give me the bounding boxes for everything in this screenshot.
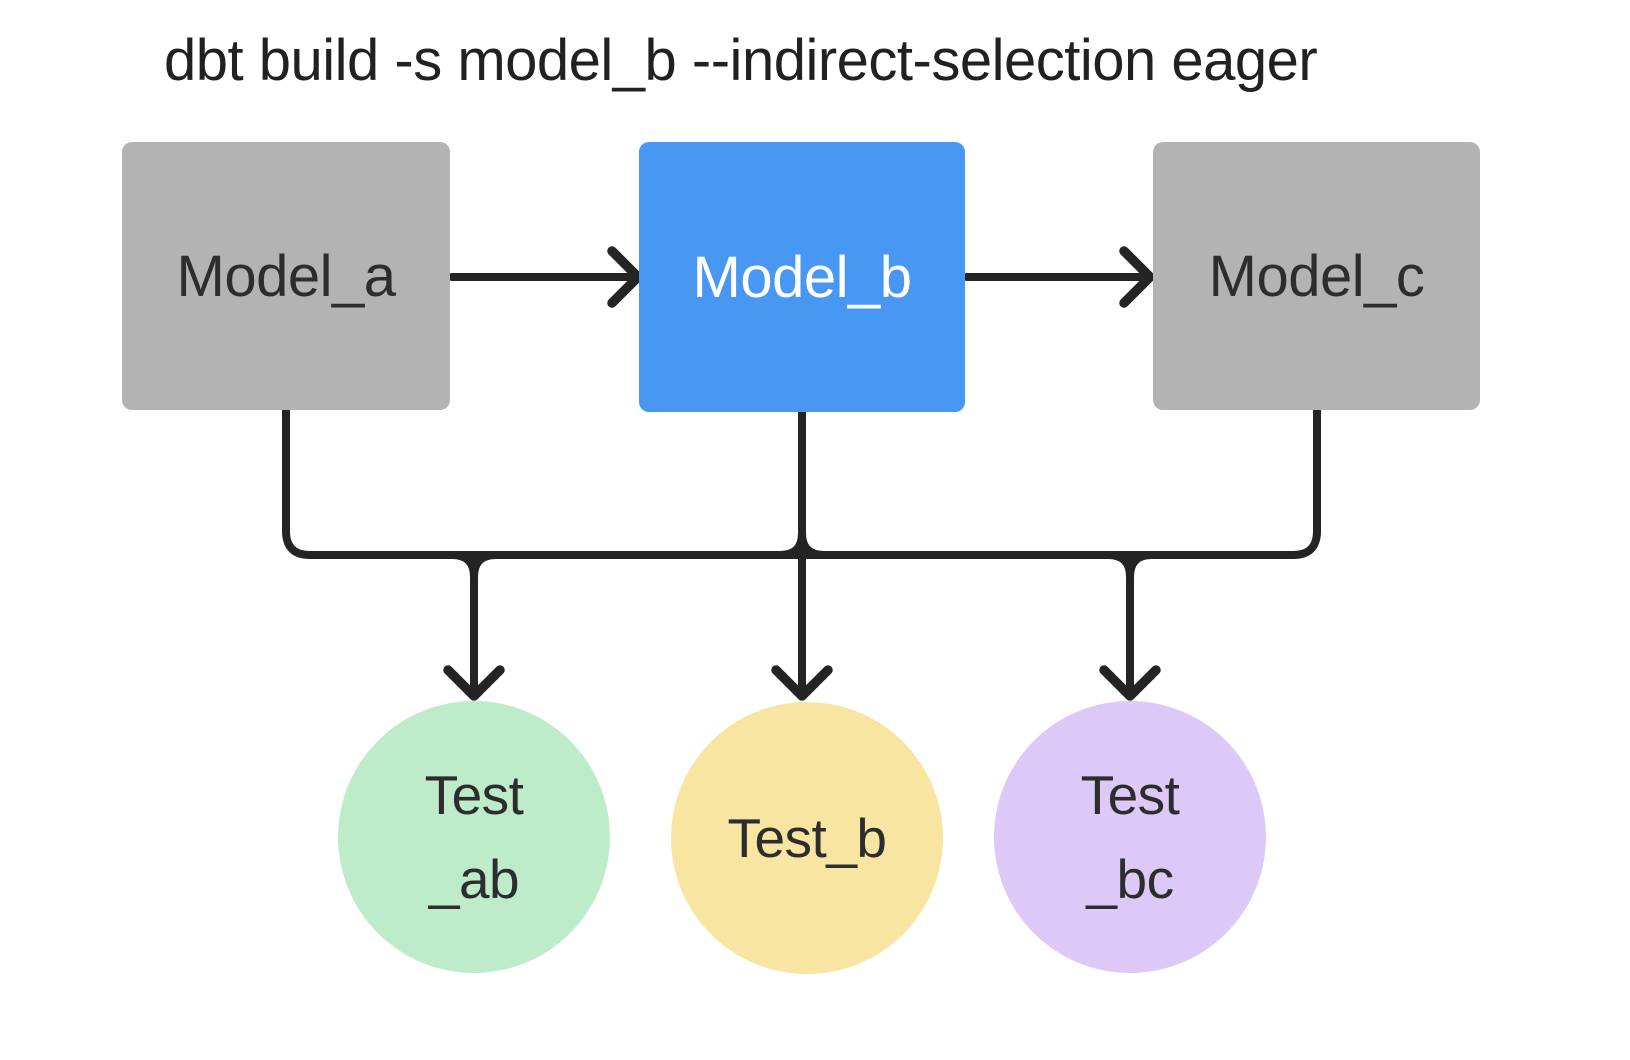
edge-fillet: [798, 529, 828, 559]
node-model-b: Model_b: [639, 142, 965, 412]
node-test-bc: Test _bc: [994, 701, 1266, 973]
edge-fillet: [1126, 551, 1156, 581]
node-test-b: Test_b: [671, 702, 943, 974]
test-ab-label-line: _ab: [428, 848, 520, 910]
node-model-a: Model_a: [122, 142, 450, 410]
test-b-label-line: Test_b: [727, 807, 887, 869]
test-bc-label-line: Test: [1080, 764, 1180, 826]
test-bc-label-line: _bc: [1086, 848, 1174, 910]
model-c-label: Model_c: [1208, 243, 1425, 309]
arrowhead-icon: [443, 665, 505, 701]
node-model-c: Model_c: [1153, 142, 1480, 410]
node-test-ab: Test _ab: [338, 701, 610, 973]
arrowhead-icon: [607, 246, 643, 308]
connectors-group: [282, 246, 1321, 701]
edge-fillet: [470, 551, 500, 581]
model-a-label: Model_a: [176, 243, 396, 309]
arrowhead-icon: [771, 665, 833, 701]
test-ab-label-line: Test: [424, 764, 524, 826]
arrowhead-icon: [1099, 665, 1161, 701]
model-b-label: Model_b: [692, 244, 912, 310]
arrowhead-icon: [1119, 246, 1155, 308]
command-title: dbt build -s model_b --indirect-selectio…: [164, 28, 1318, 93]
